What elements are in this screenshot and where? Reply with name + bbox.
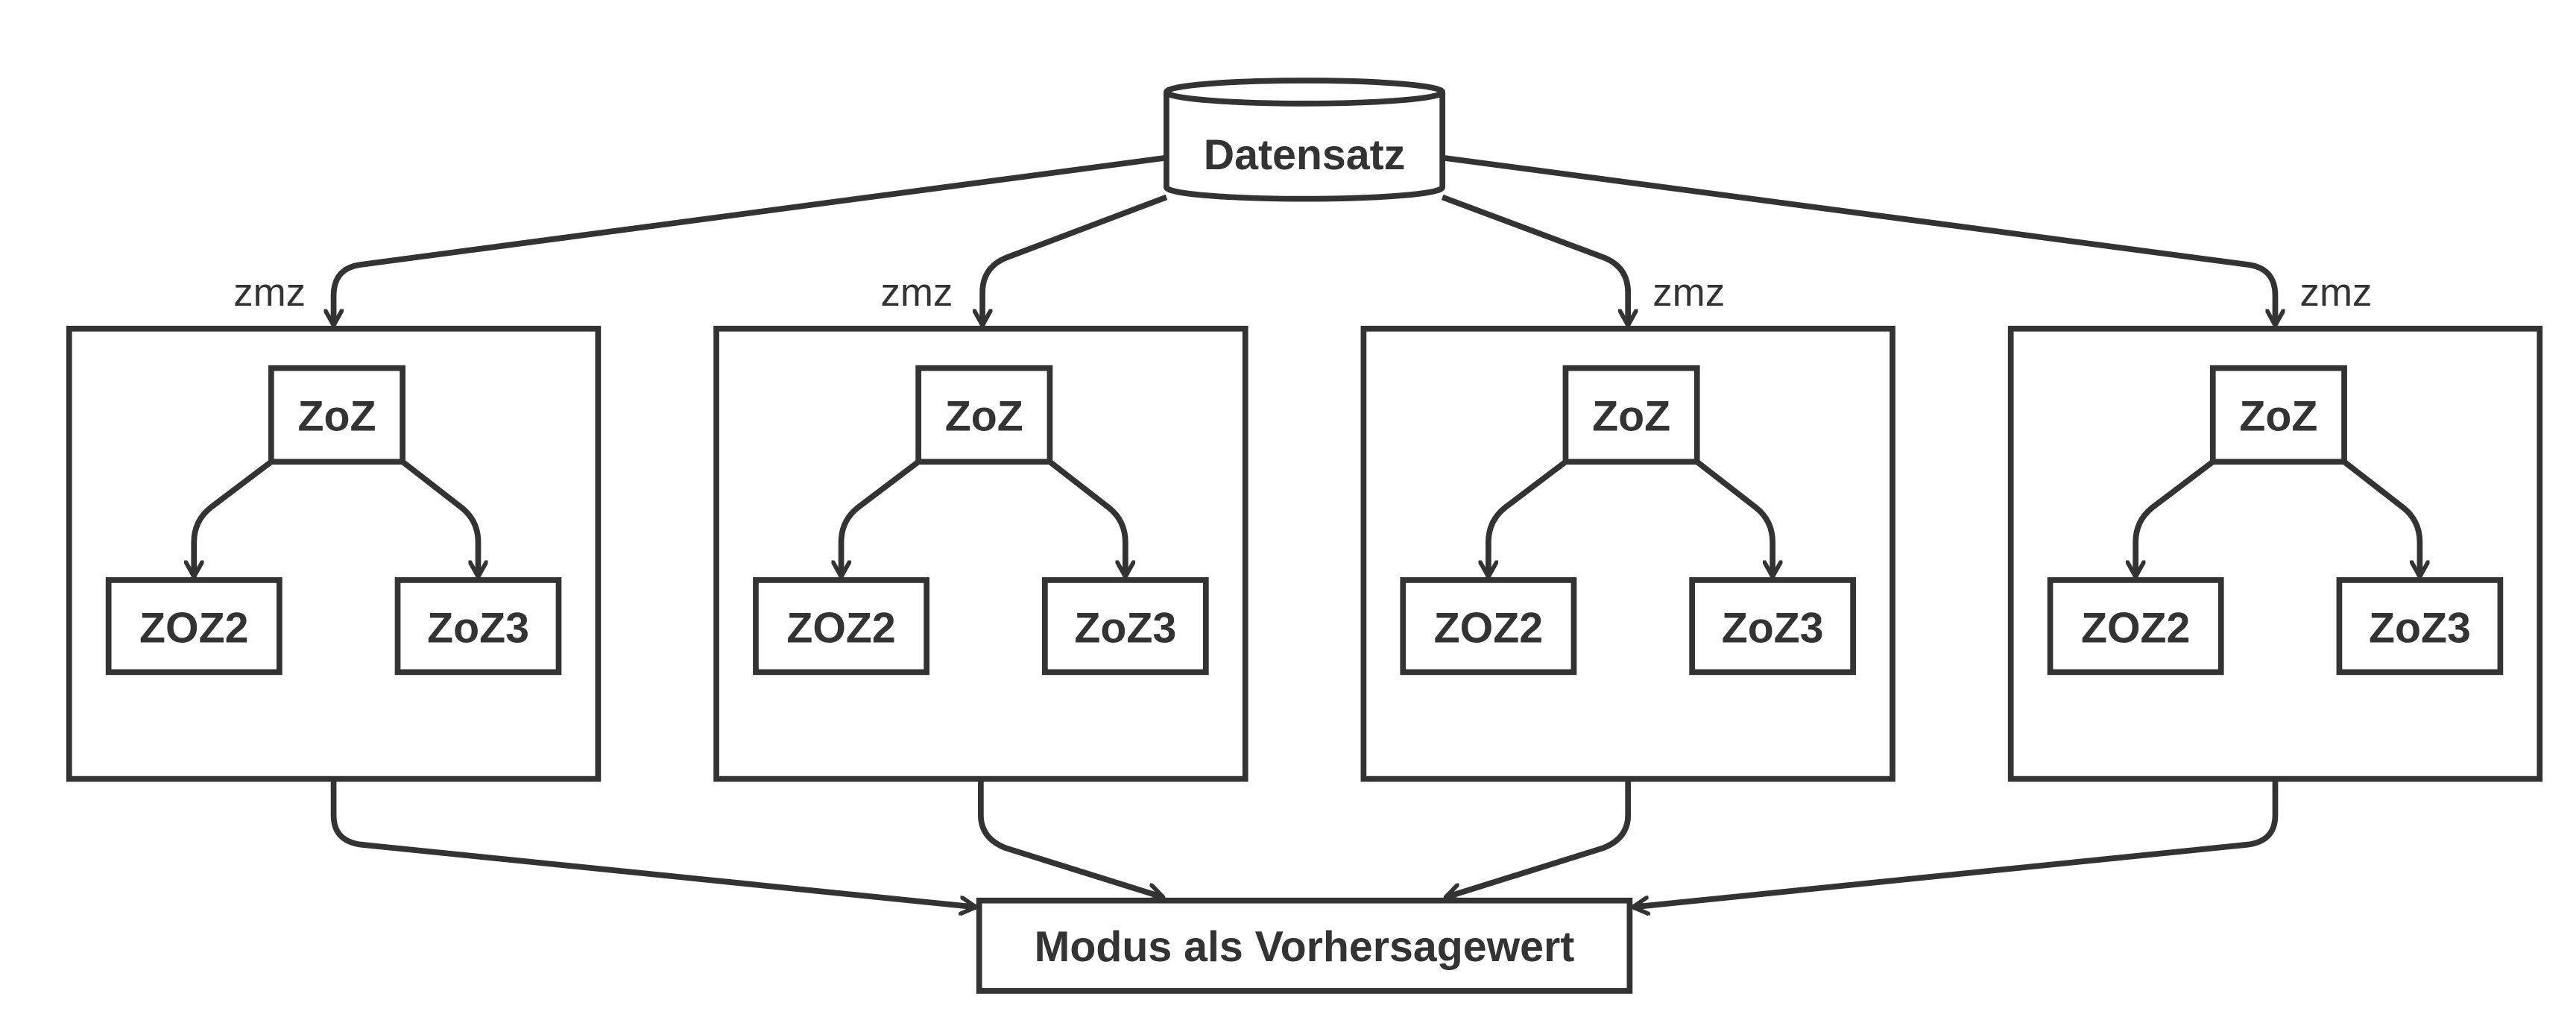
bag-4-edge-left: [2135, 459, 2215, 576]
bag-1-root-label: ZoZ: [297, 392, 376, 440]
edge-dataset-bag-1: [334, 154, 1167, 326]
bag-1: Bag 1 ZoZ ZOZ2 ZoZ3: [66, 325, 602, 782]
bag-4-root-label: ZoZ: [2239, 392, 2317, 440]
bag-2-left-child-node: [753, 577, 930, 676]
bag-1-root-node: [268, 365, 405, 465]
edge-label-bag-2: zmz: [880, 271, 953, 315]
bag-2-root-node: [915, 365, 1053, 465]
bag-2-edge-left: [842, 459, 921, 576]
edge-bag-1-output: [330, 778, 976, 907]
output-box: [976, 897, 1633, 994]
bag-4-root-node: [2209, 365, 2347, 465]
bag-2: Bag 2 ZoZ ZOZ2 ZoZ3: [713, 325, 1248, 782]
edge-label-bag-4: zmz: [2300, 271, 2373, 315]
bag-3-right-child-node: [1689, 577, 1856, 676]
edge-dataset-bag-4: [1442, 154, 2275, 326]
bag-2-root-label: ZoZ: [945, 392, 1023, 440]
bag-1-edge-right: [400, 459, 478, 576]
dataset-to-bag-edges: [334, 154, 2276, 326]
bag-1-right-child-label: ZoZ3: [427, 605, 529, 652]
dataset-label: Datensatz: [1204, 131, 1406, 179]
bag-3-edge-left: [1489, 459, 1568, 576]
bag-3-left-child-node: [1400, 577, 1577, 676]
bag-4-right-child-node: [2336, 577, 2504, 676]
bag-3-root-label: ZoZ: [1592, 392, 1670, 440]
bag-to-output-edges: [330, 778, 2279, 907]
bag-4-left-child-label: ZOZ2: [2081, 605, 2190, 652]
bag-2-left-child-label: ZOZ2: [786, 605, 895, 652]
dataset-node: Datensatz: [1164, 78, 1446, 202]
bag-1-right-child-node: [394, 577, 562, 676]
edge-label-bag-1: zmz: [233, 271, 306, 315]
bag-4: Bag B ZoZ ZOZ2 ZoZ3: [2007, 325, 2543, 782]
edge-bag-2-output: [978, 778, 1164, 898]
edge-label-bag-3: zmz: [1652, 271, 1725, 315]
bag-4-left-child-node: [2047, 577, 2224, 676]
bag-3-left-child-label: ZOZ2: [1434, 605, 1543, 652]
bag-2-right-child-label: ZoZ3: [1074, 605, 1176, 652]
output-node: Modus als Vorhersagewert: [976, 897, 1633, 994]
edge-bag-4-output: [1633, 778, 2279, 907]
bag-1-left-child-label: ZOZ2: [139, 605, 248, 652]
bag-3-edge-right: [1695, 459, 1772, 576]
output-label: Modus als Vorhersagewert: [1035, 923, 1575, 971]
edge-dataset-bag-3: [1441, 194, 1628, 325]
edge-dataset-bag-2: [982, 194, 1168, 325]
edge-labels: zmz zmz zmz zmz: [233, 271, 2372, 315]
bag-2-right-child-node: [1041, 577, 1209, 676]
bag-3-right-child-label: ZoZ3: [1722, 605, 1824, 652]
bag-3-root-node: [1562, 365, 1700, 465]
bag-4-right-child-label: ZoZ3: [2369, 605, 2471, 652]
bag-3: Bag ... ZoZ ZOZ2 ZoZ3: [1360, 325, 1895, 782]
edge-bag-3-output: [1446, 778, 1632, 898]
bag-1-edge-left: [194, 459, 274, 576]
bag-4-edge-right: [2342, 459, 2419, 576]
bag-2-edge-right: [1048, 459, 1125, 576]
bag-1-left-child-node: [105, 577, 282, 676]
